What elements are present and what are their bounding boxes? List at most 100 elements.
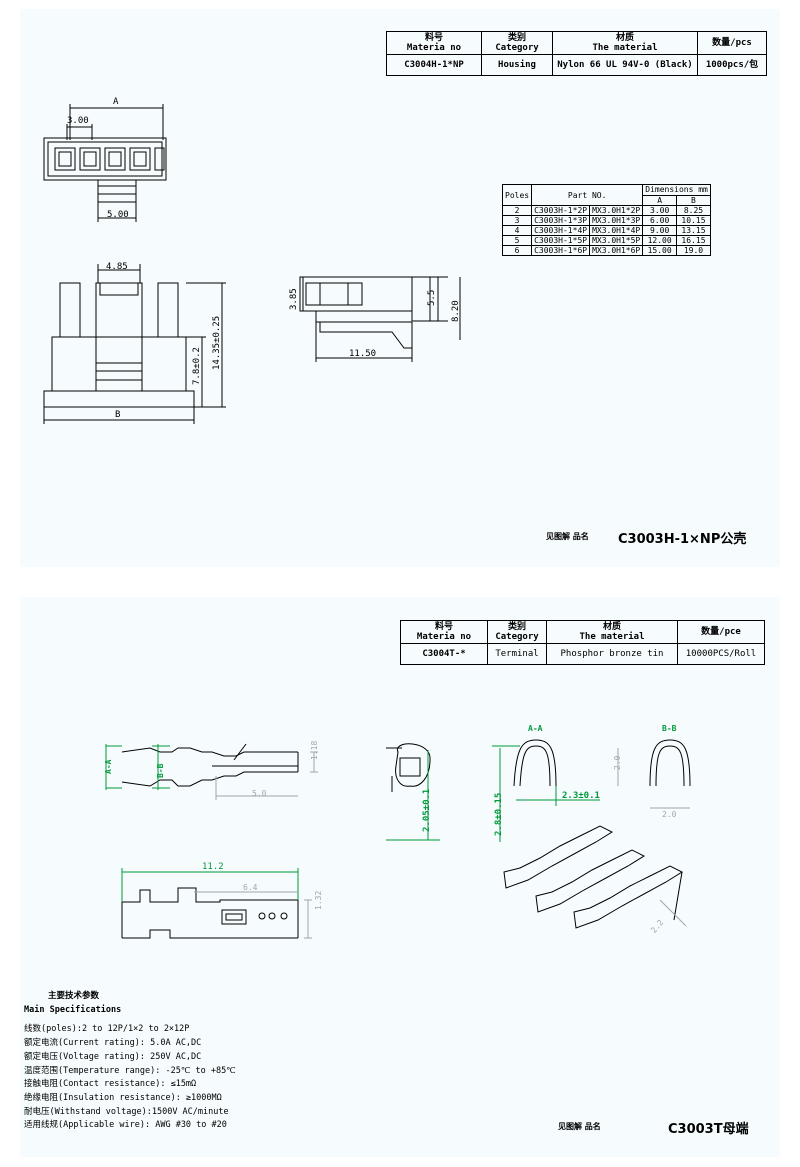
terminal-isometric-view [503,825,684,929]
dim-55: 5.5 [427,289,437,306]
specs-title-en: Main Specifications [24,1004,122,1015]
title-value-quantity: 1000pcs/包 [697,54,767,76]
dim-table-header-a: A [642,194,678,206]
dim-cell: 9.00 [642,225,678,236]
dim-cell: C3003H-1*4P [531,225,591,236]
dim-cell: MX3.0H1*4P [589,225,644,236]
dim-cell: C3003H-1*5P [531,235,591,246]
dim-cell: MX3.0H1*5P [589,235,644,246]
dim-cell: C3003H-1*6P [531,245,591,256]
spec-line: 额定电压(Voltage rating): 250V AC,DC [24,1051,202,1062]
dim-table-header-part: Part NO. [531,184,644,206]
section-title-bb: B-B [662,724,677,733]
dim-cell: 10.15 [676,215,711,226]
spec-line: 额定电流(Current rating): 5.0A AC,DC [24,1038,202,1049]
title-value-material: Nylon 66 UL 94V-0 (Black) [552,54,698,76]
dim-cell: C3003H-1*3P [531,215,591,226]
terminal-bb-section [649,739,691,787]
terminal-end-view [386,743,431,792]
terminal-aa-section [513,739,557,787]
dim-a: A [113,97,119,107]
dim-cell: 15.00 [642,245,678,256]
dim-cell: 8.25 [676,205,711,216]
specs-title-cn: 主要技术参数 [48,991,100,1001]
dim-cell: MX3.0H1*3P [589,215,644,226]
dim-1150: 11.50 [349,349,377,359]
spec-line: 线数(poles):2 to 12P/1×2 to 2×12P [24,1024,190,1035]
sheet2-footer-name: C3003T母端 [668,1122,749,1137]
dim-height-78: 7.8±0.2 [192,347,202,385]
spec-line: 接触电阻(Contact resistance): ≤15mΩ [24,1079,197,1090]
spec-line: 温度范围(Temperature range): -25℃ to +85℃ [24,1065,236,1076]
dim-205: 2.05±0.1 [422,788,432,832]
dim-118: 1.18 [310,740,319,760]
dim-cell: 3.00 [642,205,678,216]
dim-23: 2.3±0.1 [562,791,600,801]
dim-20-horizontal: 2.0 [662,810,677,819]
dim-cell: 16.15 [676,235,711,246]
title-header-quantity: 数量/pce [677,620,765,644]
dim-table-header-poles: Poles [501,184,533,206]
housing-front-view [43,282,195,408]
title-value-part-no: C3004T-* [400,643,488,665]
dim-cell: 12.00 [642,235,678,246]
dim-cell: 19.0 [676,245,711,256]
dim-pitch: 3.00 [67,116,89,126]
terminal-side-view [121,743,299,787]
dim-132: 1.32 [314,890,323,910]
section-mark-aa: A-A [104,759,113,774]
dim-820: 8.20 [451,300,461,322]
terminal-bottom-view [121,887,299,939]
dim-cell: 4 [501,225,533,236]
dim-20-vertical: 2.0 [613,755,622,770]
dim-table-header-b: B [676,194,711,206]
dim-cell: 5 [501,235,533,246]
housing-top-view [43,137,167,203]
dim-28: 2.8±0.15 [494,792,504,836]
dim-cell: MX3.0H1*6P [589,245,644,256]
dim-height-1435: 14.35±0.25 [212,315,222,370]
section-title-aa: A-A [528,724,543,733]
dim-width-500: 5.00 [107,210,129,220]
dim-cell: 13.15 [676,225,711,236]
dim-485: 4.85 [106,262,128,272]
sheet2-footer-label: 见图解 品名 [558,1122,601,1131]
title-value-quantity: 10000PCS/Roll [677,643,765,665]
dim-cell: 3 [501,215,533,226]
spec-line: 适用线规(Applicable wire): AWG #30 to #20 [24,1120,227,1131]
sheet1-footer-label: 见图解 品名 [546,532,589,541]
dim-table-header-dimensions: Dimensions mm [642,184,711,196]
sheet1-footer-name: C3003H-1×NP公壳 [618,532,747,547]
dim-50: 5.0 [252,789,267,798]
dim-112: 11.2 [202,862,224,872]
dim-cell: 6 [501,245,533,256]
main-specifications: 主要技术参数 Main Specifications 线数(poles):2 t… [24,990,236,1133]
title-value-category: Terminal [487,643,547,665]
housing-side-view [299,276,431,349]
dim-64: 6.4 [243,883,258,892]
section-mark-bb: B-B [156,763,165,778]
dim-cell: MX3.0H1*2P [589,205,644,216]
spec-line: 耐电压(Withstand voltage):1500V AC/minute [24,1106,229,1117]
title-value-material: Phosphor bronze tin [546,643,678,665]
dim-cell: C3003H-1*2P [531,205,591,216]
dim-385: 3.85 [289,288,299,310]
spec-line: 绝缘电阻(Insulation resistance): ≥1000MΩ [24,1092,222,1103]
dim-cell: 2 [501,205,533,216]
dim-cell: 6.00 [642,215,678,226]
dim-b: B [115,410,121,420]
